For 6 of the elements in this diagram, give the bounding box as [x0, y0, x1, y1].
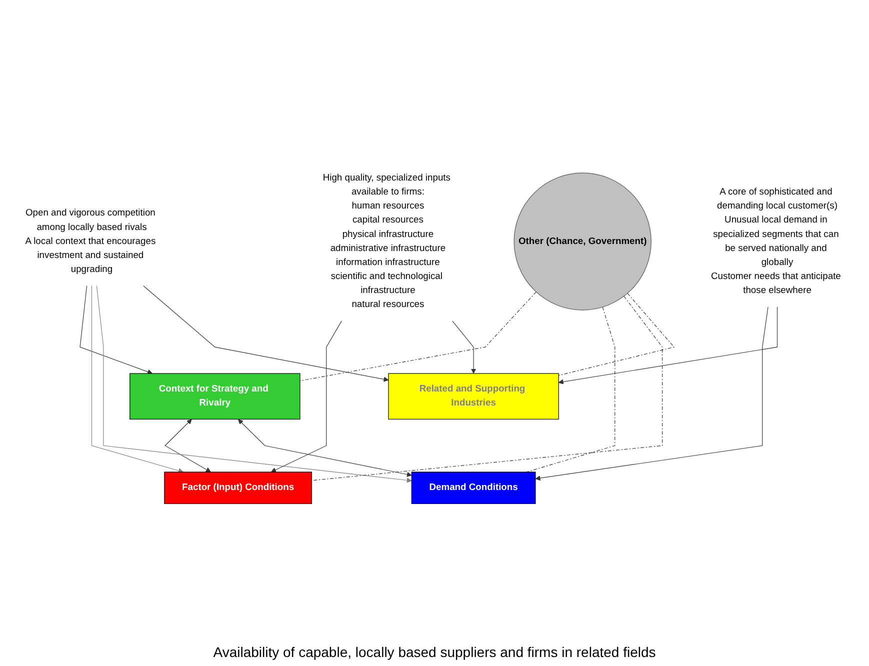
process-box: Factor (Input) Conditions: [164, 472, 312, 504]
note-text: Availability of capable, locally based suppliers and firms in related fields: [213, 644, 656, 660]
process-box: Demand Conditions: [411, 472, 536, 504]
process-box: Related and Supporting Industries: [388, 373, 559, 420]
circle-node: Other (Chance, Government): [514, 172, 652, 310]
process-box: Context for Strategy and Rivalry: [130, 373, 300, 420]
